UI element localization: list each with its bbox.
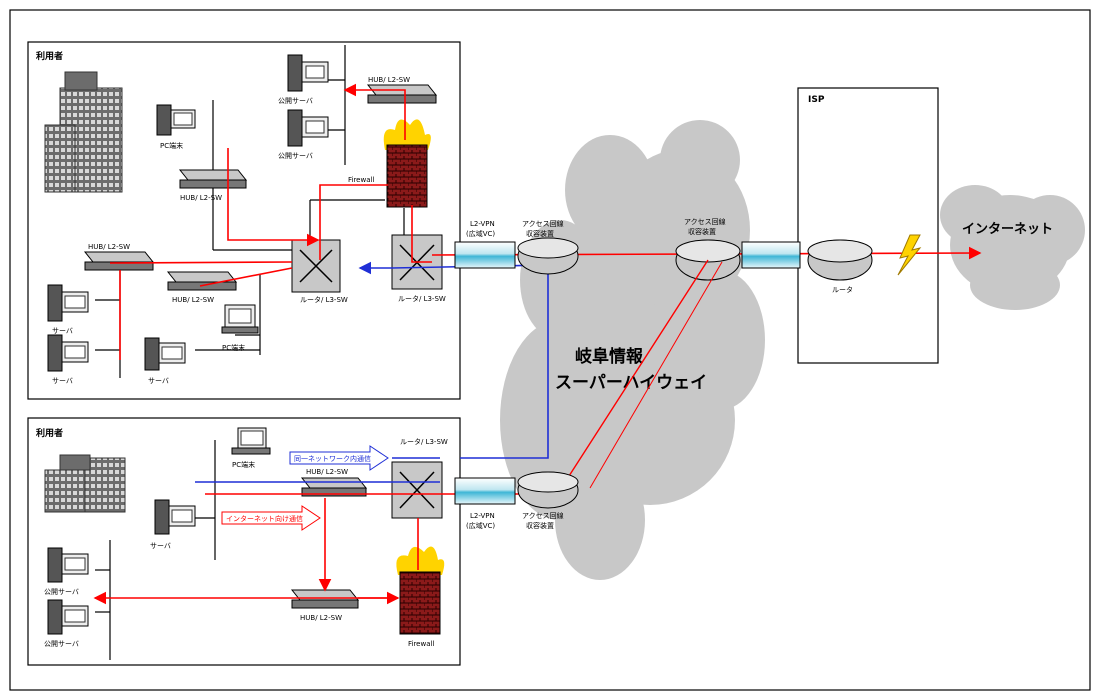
router-icon xyxy=(807,239,873,281)
vpn-tube-mid xyxy=(741,241,801,269)
server-icon xyxy=(47,284,89,322)
pub2-bottom-label: 公開サーバ xyxy=(44,640,79,648)
l3-switch-icon xyxy=(291,239,341,293)
building-icon xyxy=(44,454,126,513)
blue-flow-bottom xyxy=(195,457,440,483)
hub-pc-label: HUB/ L2-SW xyxy=(180,194,222,202)
vpn-tube-top xyxy=(454,241,516,269)
core1-label: ルータ/ L3-SW xyxy=(300,295,348,304)
hub-mid-label: HUB/ L2-SW xyxy=(172,296,214,304)
internet-label: インターネット xyxy=(962,222,1053,237)
vpn-bot-l2: (広域VC) xyxy=(466,521,495,530)
l3-switch-icon xyxy=(391,461,443,519)
access-bot-l1: アクセス回線 xyxy=(522,511,564,520)
firewall-top-label: Firewall xyxy=(348,176,374,184)
site-top-title: 利用者 xyxy=(35,50,63,62)
pc-bottom-site-label: PC端末 xyxy=(232,460,255,469)
pc-icon xyxy=(231,427,271,455)
hiway-line1: 岐阜情報 xyxy=(575,346,644,367)
switch-icon xyxy=(300,477,368,497)
vpn-top-l2: (広域VC) xyxy=(466,229,495,238)
isp-router-label: ルータ xyxy=(832,285,853,294)
access-bot-l2: 収容装置 xyxy=(526,521,554,530)
access-top-l1: アクセス回線 xyxy=(522,219,564,228)
core-bottom-label: ルータ/ L3-SW xyxy=(400,437,448,446)
vpn-tube-bottom xyxy=(454,477,516,505)
server-icon xyxy=(47,547,89,583)
firewall-icon xyxy=(396,546,445,635)
internet-cloud xyxy=(940,185,1085,310)
blue-flow-callout: 同一ネットワーク内通信 xyxy=(289,445,389,471)
pc-icon xyxy=(156,104,196,136)
switch-icon xyxy=(290,589,360,609)
server-icon xyxy=(287,54,329,92)
hub-bottom-label: HUB/ L2-SW xyxy=(300,614,342,622)
server-icon xyxy=(154,499,196,535)
server-icon xyxy=(47,334,89,372)
server-pub2-label: 公開サーバ xyxy=(278,152,313,160)
vpn-top-l1: L2-VPN xyxy=(470,220,495,228)
building-icon xyxy=(44,71,123,193)
pc-bottom-label: PC端末 xyxy=(222,343,245,352)
access-mid-l2: 収容装置 xyxy=(688,227,716,236)
access-mid-l1: アクセス回線 xyxy=(684,217,726,226)
pc-icon xyxy=(221,304,259,334)
pc-top-label: PC端末 xyxy=(160,141,183,150)
router-icon xyxy=(517,237,579,275)
hiway-cloud xyxy=(500,120,765,580)
core2-label: ルータ/ L3-SW xyxy=(398,294,446,303)
red-flow-callout: インターネット向け通信 xyxy=(221,505,321,531)
router-icon xyxy=(517,471,579,509)
isp-box xyxy=(797,87,939,364)
server-bottom-label: サーバ xyxy=(150,542,171,550)
server-icon xyxy=(47,599,89,635)
server1-label: サーバ xyxy=(52,327,73,335)
site-top-box xyxy=(27,41,461,400)
lan-lines-bottom xyxy=(95,440,216,660)
site-bottom-title: 利用者 xyxy=(35,427,63,439)
server2-label: サーバ xyxy=(52,377,73,385)
server3-label: サーバ xyxy=(148,377,169,385)
blue-flow-label: 同一ネットワーク内通信 xyxy=(294,454,371,463)
firewall-icon xyxy=(383,119,431,208)
red-diagonal xyxy=(559,259,709,491)
pub1-bottom-label: 公開サーバ xyxy=(44,588,79,596)
firewall-bottom-label: Firewall xyxy=(408,640,434,648)
server-icon xyxy=(144,337,186,371)
hub-left-label: HUB/ L2-SW xyxy=(88,243,130,251)
site-bottom-box xyxy=(27,417,461,666)
server-pub1-label: 公開サーバ xyxy=(278,97,313,105)
vpn-bot-l1: L2-VPN xyxy=(470,512,495,520)
red-diagonal-2 xyxy=(589,261,723,489)
switch-icon xyxy=(366,84,438,104)
switch-icon xyxy=(178,169,248,189)
hub-top-label: HUB/ L2-SW xyxy=(368,76,410,84)
switch-icon xyxy=(83,251,155,271)
red-flow-label: インターネット向け通信 xyxy=(226,514,303,523)
hiway-line2: スーパーハイウェイ xyxy=(555,373,707,393)
isp-title: ISP xyxy=(808,95,825,105)
server-icon xyxy=(287,109,329,147)
access-top-l2: 収容装置 xyxy=(526,229,554,238)
lightning-icon xyxy=(897,234,922,276)
hub-bottom-top-label: HUB/ L2-SW xyxy=(306,468,348,476)
